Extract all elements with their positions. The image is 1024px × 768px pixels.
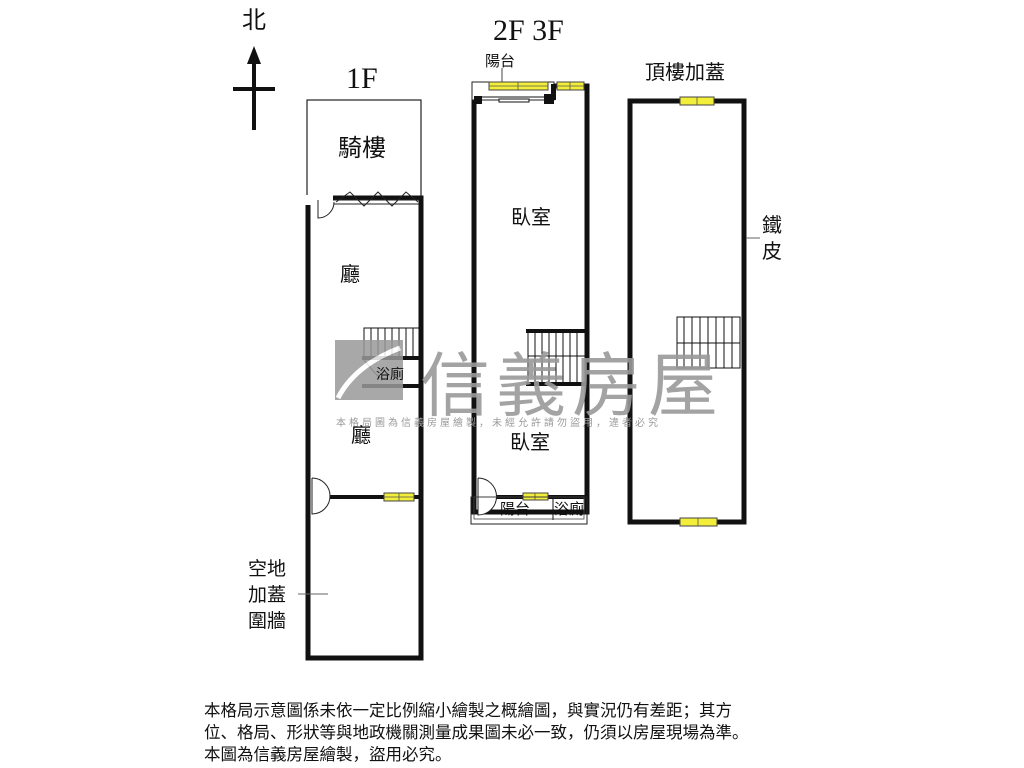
disclaimer-line: 本格局示意圖係未依一定比例縮小繪製之概繪圖，與實況仍有差距；其方 [204, 701, 732, 720]
room-bathroom-2f: 浴廁 [554, 500, 585, 518]
room-living-lower: 廳 [351, 423, 371, 447]
floor-2f-3f-plan [470, 68, 590, 525]
room-balcony-front: 陽台 [485, 52, 516, 70]
north-label: 北 [242, 6, 266, 34]
watermark-notice: 本格局圖為信義房屋繪製，未經允許請勿盜用，違者必究 [336, 418, 661, 429]
room-bathroom-1f: 浴廁 [376, 367, 404, 383]
disclaimer-text: 本格局示意圖係未依一定比例縮小繪製之概繪圖，與實況仍有差距；其方 位、格局、形狀… [204, 700, 824, 766]
floor-2f-3f-title: 2F 3F [493, 14, 564, 47]
floor-roof-title: 頂樓加蓋 [645, 60, 725, 84]
annotation-yard-addition: 空地 加蓋 圍牆 [248, 556, 298, 634]
annotation-line: 空地 [248, 558, 287, 580]
annotation-line: 圍牆 [248, 610, 287, 632]
annotation-iron-sheet: 鐵 皮 [762, 212, 782, 264]
annotation-line: 加蓋 [248, 584, 287, 606]
floor-roof-plan [627, 96, 760, 527]
annotation-line: 鐵 [762, 213, 782, 237]
disclaimer-line: 位、格局、形狀等與地政機關測量成果圖未必一致，仍須以房屋現場為準。 [204, 723, 749, 742]
brand-logo-icon [335, 340, 403, 400]
room-arcade: 騎樓 [338, 134, 386, 162]
room-bedroom-lower: 臥室 [510, 430, 550, 454]
room-bedroom-upper: 臥室 [511, 205, 551, 229]
floor-1f-title: 1F [346, 62, 378, 95]
room-balcony-back: 陽台 [500, 500, 531, 518]
room-living-upper: 廳 [340, 262, 360, 286]
disclaimer-line: 本圖為信義房屋繪製，盜用必究。 [204, 745, 452, 764]
north-arrow-icon [233, 46, 275, 130]
watermark-brand: 信義房屋 [420, 345, 724, 427]
annotation-line: 皮 [762, 239, 782, 263]
